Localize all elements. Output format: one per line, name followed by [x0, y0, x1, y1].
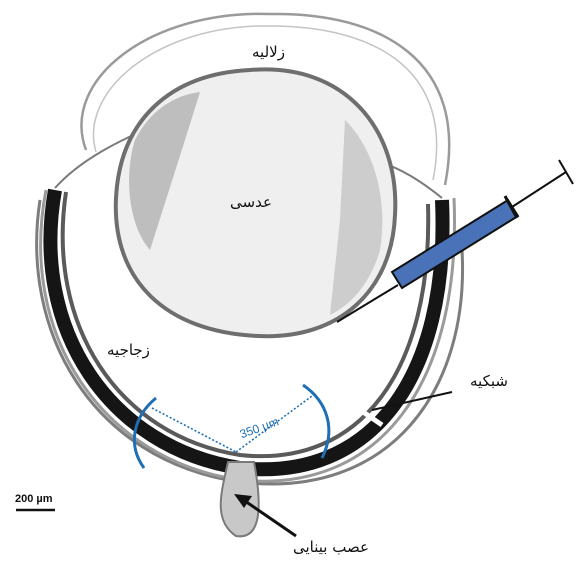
- measurement-label: 350 µm: [238, 414, 281, 441]
- label-optic-nerve: عصب بینایی: [293, 538, 369, 556]
- label-lens: عدسی: [230, 193, 272, 211]
- label-vitreous: زجاجیه: [107, 341, 150, 359]
- label-aqueous: زلالیه: [252, 43, 285, 61]
- label-retina: شبکیه: [470, 372, 508, 390]
- scale-bar-label: 200 µm: [15, 493, 53, 505]
